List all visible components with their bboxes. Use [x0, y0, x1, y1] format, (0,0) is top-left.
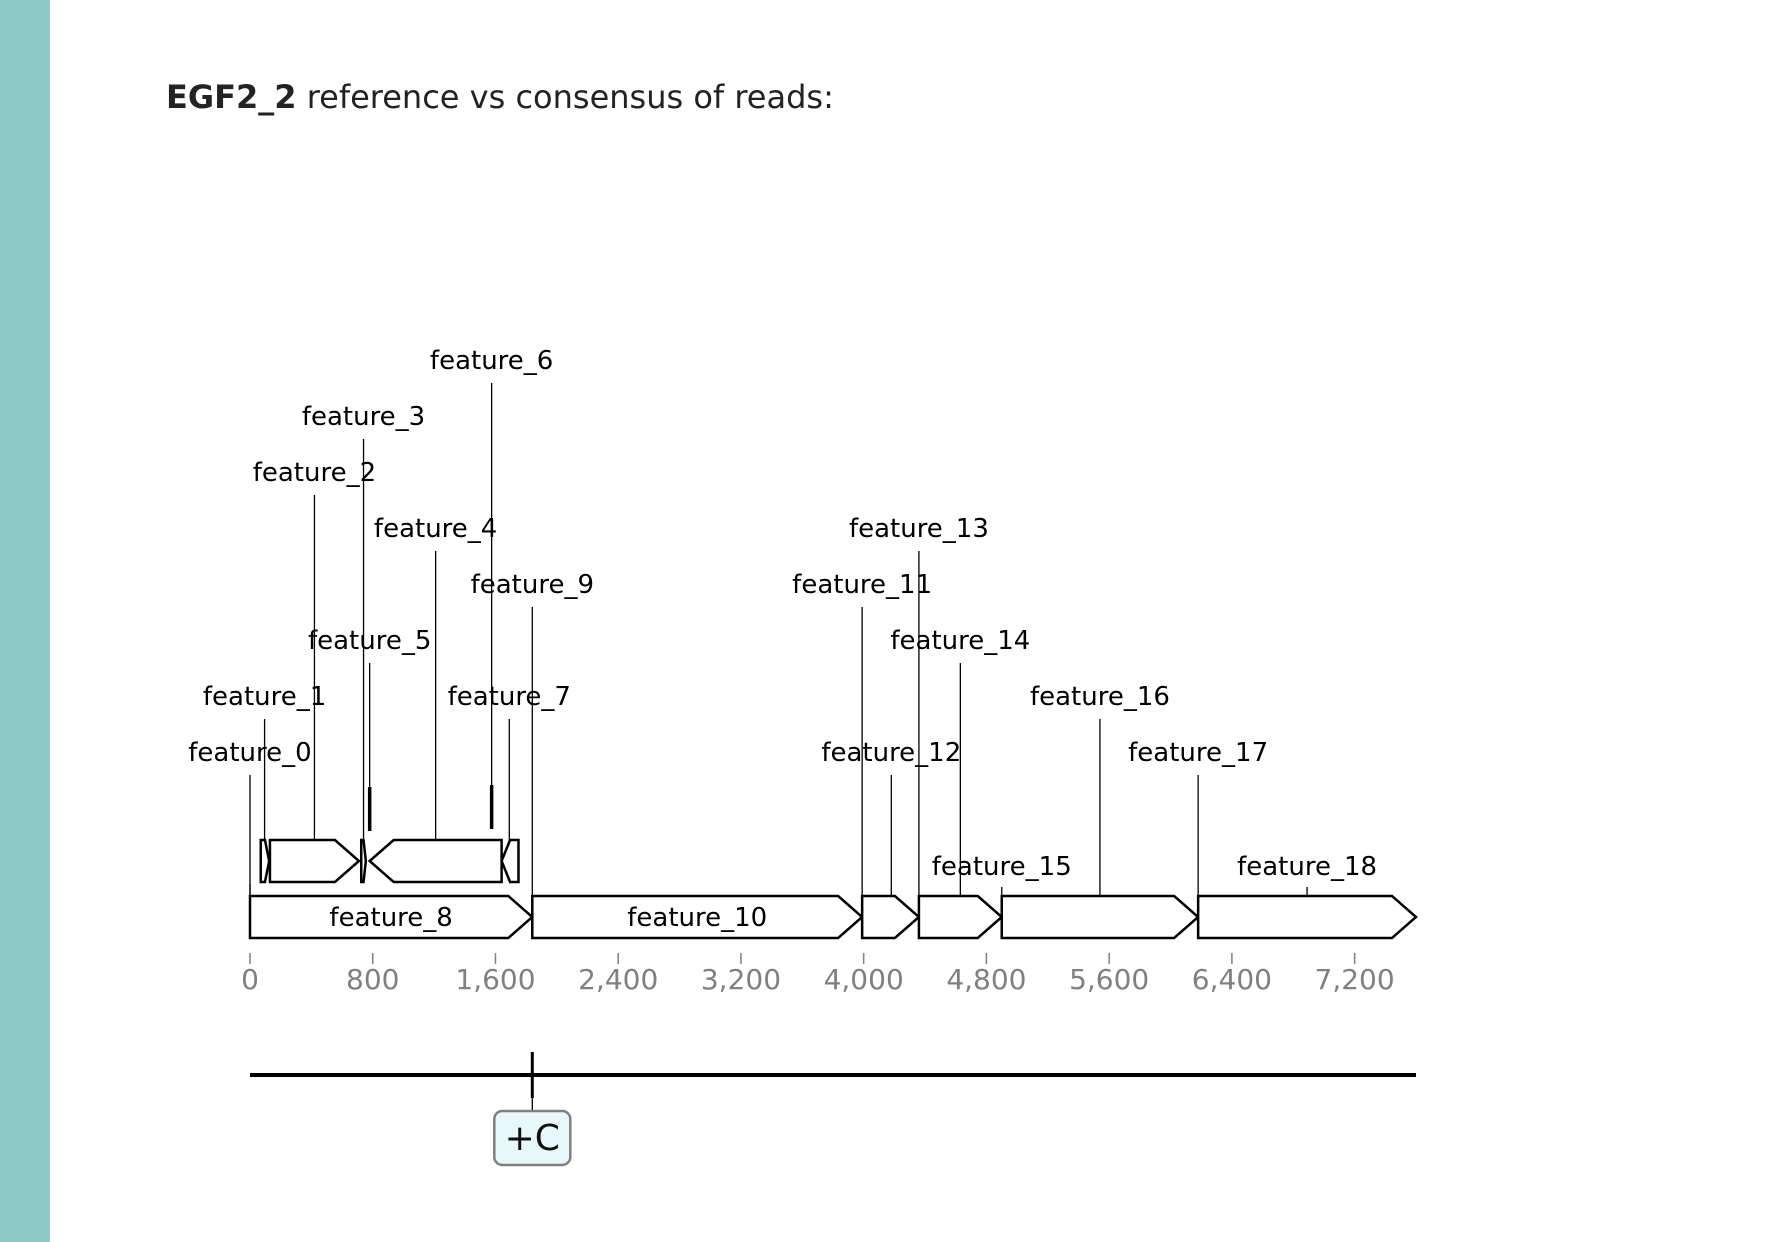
feature-3-arrow [359, 838, 368, 884]
axis-tick-label: 5,600 [1069, 963, 1149, 996]
feature-12-label: feature_12 [821, 738, 961, 768]
feature-3-label: feature_3 [302, 402, 425, 432]
page-title: EGF2_2 reference vs consensus of reads: [166, 78, 834, 116]
feature-14-label: feature_14 [890, 626, 1030, 656]
feature-17-label: feature_17 [1128, 738, 1268, 768]
axis-tick-label: 7,200 [1315, 963, 1395, 996]
side-accent-band [0, 0, 50, 1242]
axis-tick-label: 800 [346, 963, 399, 996]
axis-tick-label: 4,000 [824, 963, 904, 996]
feature-5-label: feature_5 [308, 626, 431, 656]
feature-16-label: feature_16 [1030, 682, 1170, 712]
axis-tick-label: 4,800 [946, 963, 1026, 996]
feature-8-label: feature_8 [329, 903, 452, 933]
title-description: reference vs consensus of reads: [296, 78, 834, 116]
axis-tick-label: 1,600 [455, 963, 535, 996]
consensus-track: +C [250, 1052, 1416, 1167]
mutation-label: +C [505, 1118, 560, 1159]
feature-10-label: feature_10 [627, 903, 767, 933]
feature-1-label: feature_1 [203, 682, 326, 712]
feature-1-arrow [259, 838, 271, 884]
position-axis: 0 800 1,600 2,400 3,200 4,000 4,800 5,600 6,400 7… [241, 953, 1395, 996]
feature-16-arrow [1000, 894, 1201, 940]
feature-15-label: feature_15 [932, 852, 1072, 882]
mutation-badge [493, 1109, 572, 1167]
label-leader-lines [249, 383, 1308, 896]
feature-13-label: feature_13 [849, 514, 989, 544]
feature-2-label: feature_2 [253, 458, 376, 488]
feature-18-arrow [1196, 894, 1418, 940]
axis-tick-label: 0 [241, 963, 259, 996]
feature-0-label: feature_0 [188, 738, 311, 768]
feature-11-label: feature_11 [792, 570, 932, 600]
feature-10-arrow [531, 894, 865, 940]
axis-tick-label: 6,400 [1192, 963, 1272, 996]
feature-6-label: feature_6 [430, 346, 553, 376]
feature-12-arrow [860, 894, 921, 940]
feature-4-label: feature_4 [374, 514, 497, 544]
feature-4-arrow [367, 838, 503, 884]
feature-7-label: feature_7 [448, 682, 571, 712]
feature-2-arrow [268, 838, 361, 884]
feature-14-arrow [917, 894, 1004, 940]
construct-name: EGF2_2 [166, 78, 297, 116]
feature-18-label: feature_18 [1237, 852, 1377, 882]
feature-9-label: feature_9 [471, 570, 594, 600]
feature-7-arrow [500, 838, 520, 884]
feature-labels: feature_0feature_1feature_2feature_3feat… [188, 346, 1377, 933]
feature-track [248, 785, 1418, 940]
axis-tick-label: 3,200 [701, 963, 781, 996]
axis-tick-label: 2,400 [578, 963, 658, 996]
feature-8-arrow [248, 894, 535, 940]
